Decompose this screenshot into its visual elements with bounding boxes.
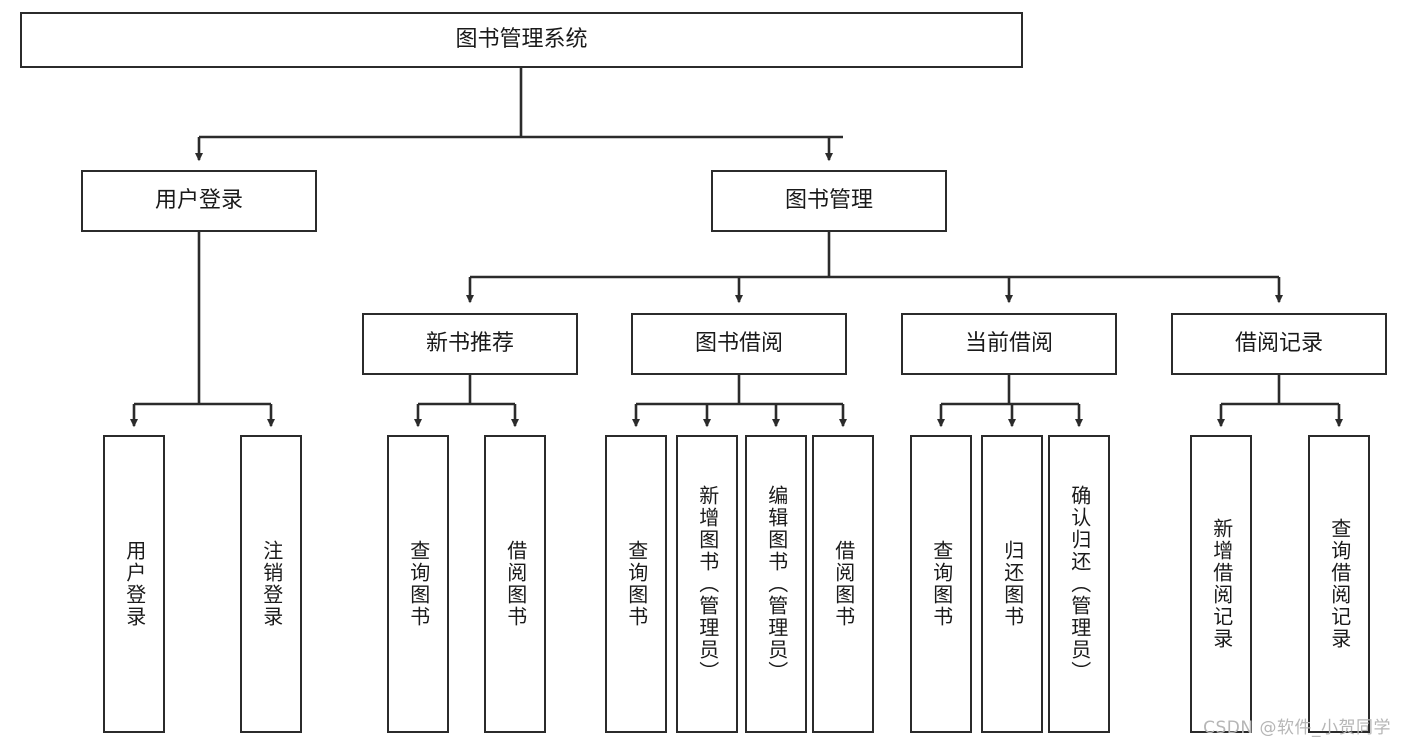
node-leaf-return-book[interactable]: 归还图书 bbox=[981, 435, 1043, 733]
node-new-book-recommend[interactable]: 新书推荐 bbox=[362, 313, 578, 375]
node-leaf-query-book-1[interactable]: 查询图书 bbox=[387, 435, 449, 733]
node-leaf-add-book-label: 新增图书（管理员） bbox=[695, 485, 720, 683]
node-leaf-borrow-book-1-label: 借阅图书 bbox=[503, 540, 528, 628]
node-leaf-user-login-label: 用户登录 bbox=[122, 540, 147, 628]
node-leaf-return-book-label: 归还图书 bbox=[1000, 540, 1025, 628]
node-leaf-edit-book-label: 编辑图书（管理员） bbox=[764, 485, 789, 683]
node-leaf-query-book-3-label: 查询图书 bbox=[929, 540, 954, 628]
node-leaf-add-record[interactable]: 新增借阅记录 bbox=[1190, 435, 1252, 733]
node-root-label: 图书管理系统 bbox=[455, 27, 588, 53]
node-book-borrow-label: 图书借阅 bbox=[694, 331, 783, 357]
node-leaf-query-book-2-label: 查询图书 bbox=[624, 540, 649, 628]
node-leaf-query-book-2[interactable]: 查询图书 bbox=[605, 435, 667, 733]
node-user-login[interactable]: 用户登录 bbox=[81, 170, 317, 232]
node-leaf-edit-book[interactable]: 编辑图书（管理员） bbox=[745, 435, 807, 733]
node-root[interactable]: 图书管理系统 bbox=[20, 12, 1023, 68]
node-leaf-borrow-book-1[interactable]: 借阅图书 bbox=[484, 435, 546, 733]
node-book-borrow[interactable]: 图书借阅 bbox=[631, 313, 847, 375]
node-leaf-confirm-return[interactable]: 确认归还（管理员） bbox=[1048, 435, 1110, 733]
node-leaf-query-record[interactable]: 查询借阅记录 bbox=[1308, 435, 1370, 733]
node-leaf-user-login[interactable]: 用户登录 bbox=[103, 435, 165, 733]
node-leaf-logout-label: 注销登录 bbox=[259, 540, 284, 628]
node-leaf-add-record-label: 新增借阅记录 bbox=[1209, 518, 1234, 650]
node-borrow-record-label: 借阅记录 bbox=[1234, 331, 1323, 357]
node-user-login-label: 用户登录 bbox=[154, 188, 243, 214]
node-leaf-query-book-3[interactable]: 查询图书 bbox=[910, 435, 972, 733]
node-current-borrow[interactable]: 当前借阅 bbox=[901, 313, 1117, 375]
node-leaf-logout[interactable]: 注销登录 bbox=[240, 435, 302, 733]
node-book-manage-label: 图书管理 bbox=[784, 188, 873, 214]
node-leaf-confirm-return-label: 确认归还（管理员） bbox=[1067, 485, 1092, 683]
node-leaf-query-book-1-label: 查询图书 bbox=[406, 540, 431, 628]
node-book-manage[interactable]: 图书管理 bbox=[711, 170, 947, 232]
node-new-book-recommend-label: 新书推荐 bbox=[425, 331, 514, 357]
node-leaf-add-book[interactable]: 新增图书（管理员） bbox=[676, 435, 738, 733]
node-current-borrow-label: 当前借阅 bbox=[964, 331, 1053, 357]
node-leaf-borrow-book-2[interactable]: 借阅图书 bbox=[812, 435, 874, 733]
node-borrow-record[interactable]: 借阅记录 bbox=[1171, 313, 1387, 375]
node-leaf-query-record-label: 查询借阅记录 bbox=[1327, 518, 1352, 650]
node-leaf-borrow-book-2-label: 借阅图书 bbox=[831, 540, 856, 628]
